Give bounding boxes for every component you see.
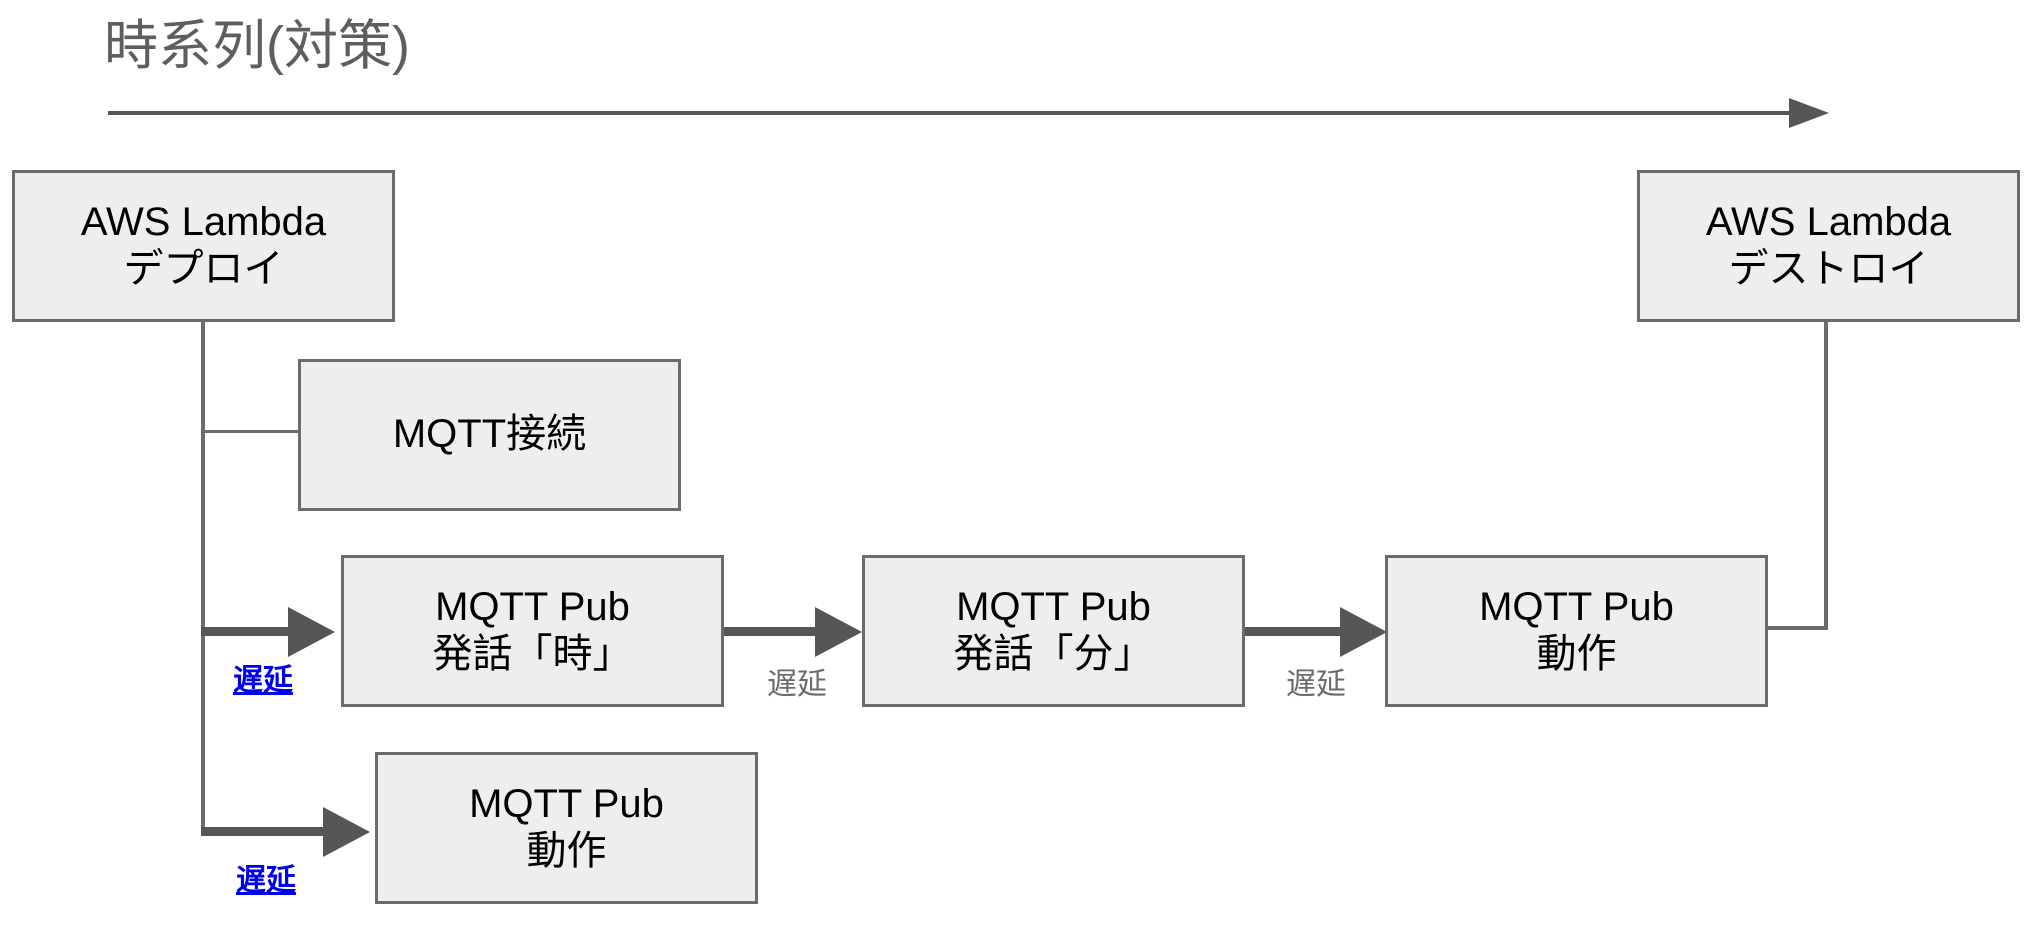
connector-hour-to-minute-shaft (720, 627, 818, 636)
connector-deploy-to-pub-action-shaft (201, 827, 326, 836)
node-lambda-deploy-label: AWS Lambda デプロイ (80, 199, 327, 291)
node-mqtt-pub-action[interactable]: MQTT Pub 動作 (1385, 555, 1768, 707)
page-title: 時系列(対策) (104, 16, 410, 76)
delay-label-deploy-to-hour: 遅延 (233, 664, 293, 697)
node-mqtt-pub-action-bottom[interactable]: MQTT Pub 動作 (375, 752, 758, 904)
connector-deploy-to-pub-hour-arrowhead (288, 607, 335, 657)
node-mqtt-pub-hour[interactable]: MQTT Pub 発話「時」 (341, 555, 724, 707)
delay-label-minute-to-action: 遅延 (1286, 668, 1346, 701)
connector-deploy-to-mqtt-connect (201, 430, 301, 433)
connector-deploy-trunk (201, 322, 205, 831)
connector-minute-to-action-shaft (1245, 627, 1343, 636)
node-mqtt-connect[interactable]: MQTT接続 (298, 359, 681, 511)
connector-destroy-to-pub-action (1765, 626, 1828, 630)
node-mqtt-pub-action-label: MQTT Pub 動作 (1479, 584, 1674, 676)
timeline-arrow-icon (1789, 98, 1829, 128)
node-mqtt-pub-action-bottom-label: MQTT Pub 動作 (469, 781, 664, 873)
node-mqtt-pub-hour-label: MQTT Pub 発話「時」 (432, 584, 633, 676)
delay-label-deploy-to-action-bottom: 遅延 (236, 864, 296, 897)
timeline-axis-line (108, 111, 1821, 115)
delay-label-hour-to-minute: 遅延 (767, 668, 827, 701)
node-lambda-destroy-label: AWS Lambda デストロイ (1705, 199, 1952, 291)
node-lambda-destroy[interactable]: AWS Lambda デストロイ (1637, 170, 2020, 322)
node-lambda-deploy[interactable]: AWS Lambda デプロイ (12, 170, 395, 322)
node-mqtt-pub-minute-label: MQTT Pub 発話「分」 (953, 584, 1154, 676)
connector-deploy-to-pub-action-arrowhead (323, 807, 370, 857)
connector-destroy-trunk (1824, 322, 1828, 630)
node-mqtt-pub-minute[interactable]: MQTT Pub 発話「分」 (862, 555, 1245, 707)
connector-deploy-to-pub-hour-shaft (201, 627, 291, 636)
node-mqtt-connect-label: MQTT接続 (392, 412, 587, 457)
connector-hour-to-minute-arrowhead (815, 607, 862, 657)
connector-minute-to-action-arrowhead (1340, 607, 1387, 657)
